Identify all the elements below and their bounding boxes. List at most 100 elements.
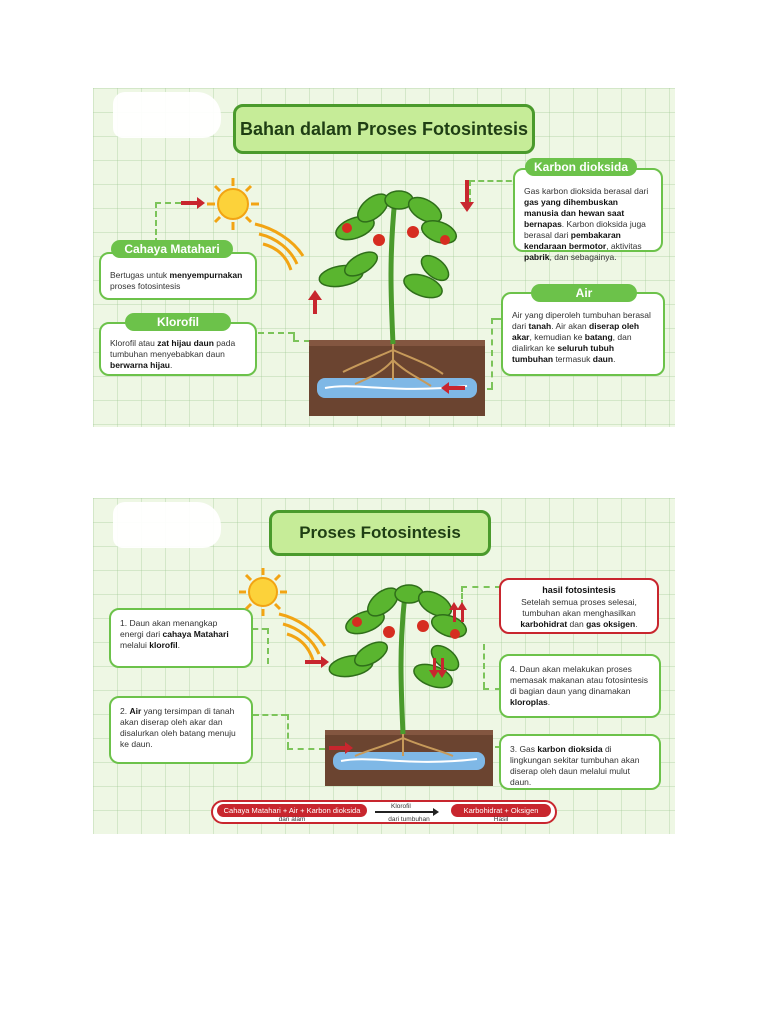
panel2-title: Proses Fotosintesis xyxy=(299,523,461,542)
card-cahaya-matahari: Bertugas untuk menyempurnakan proses fot… xyxy=(99,252,257,300)
connector xyxy=(155,202,201,204)
text: dan xyxy=(567,618,587,629)
text: . xyxy=(613,354,616,365)
connector xyxy=(469,180,471,204)
text-bold: seluruh tubuh tumbuhan xyxy=(512,343,615,365)
connector xyxy=(461,586,463,606)
text: . Air akan xyxy=(551,321,590,332)
label-klorofil: Klorofil xyxy=(125,313,231,331)
text: . xyxy=(635,618,638,629)
text: 1. Daun akan menangkap energi dari xyxy=(120,618,218,640)
text-bold: zat hijau daun xyxy=(157,338,214,348)
tomatoes xyxy=(352,617,460,639)
light-rays-icon xyxy=(278,612,327,661)
label-air: Air xyxy=(531,284,637,302)
plant-illustration xyxy=(181,178,485,416)
text: . xyxy=(170,360,173,371)
connector xyxy=(483,644,485,688)
roots xyxy=(342,343,444,387)
roots xyxy=(354,732,454,757)
connector xyxy=(293,340,321,342)
panel-proses-fotosintesis: Proses Fotosintesis 1. Daun akan menangk… xyxy=(93,498,675,834)
text-bold: gas yang dihembuskan manusia dan hewan s… xyxy=(524,197,625,230)
equation-right-sub: Hasil xyxy=(493,816,509,823)
text-bold: menyempurnakan xyxy=(169,270,243,280)
sun-icon xyxy=(239,568,287,616)
text-bold: kloroplas xyxy=(510,697,548,708)
text: , kemudian ke xyxy=(529,332,585,343)
stem xyxy=(388,197,398,345)
text-bold: cahaya Matahari xyxy=(162,629,229,640)
equation-left: Cahaya Matahari + Air + Karbon dioksida xyxy=(217,804,367,817)
text: Bertugas untuk xyxy=(110,270,170,280)
text: Air yang diperoleh tumbuhan berasal dari xyxy=(512,310,651,332)
connector xyxy=(469,180,521,182)
text-bold: daun xyxy=(592,354,614,365)
connector xyxy=(287,748,325,750)
text: , dan sebagainya. xyxy=(549,252,617,263)
text-bold: pabrik xyxy=(524,252,550,263)
text: 2. xyxy=(120,706,130,716)
text: , dan dialirkan ke xyxy=(512,332,632,354)
text: Setelah semua proses selesai, tumbuhan a… xyxy=(521,596,637,618)
arrow-icon xyxy=(181,197,205,209)
tomatoes xyxy=(342,223,450,246)
text: Gas karbon dioksida berasal dari xyxy=(524,186,649,196)
card-klorofil: Klorofil atau zat hijau daun pada tumbuh… xyxy=(99,322,257,376)
label-cahaya-matahari: Cahaya Matahari xyxy=(111,240,233,258)
text-bold: diserap oleh akar xyxy=(512,321,640,343)
connector xyxy=(491,318,503,320)
sun-icon xyxy=(207,178,259,230)
card-karbon-dioksida: Gas karbon dioksida berasal dari gas yan… xyxy=(513,168,663,262)
connector xyxy=(287,714,289,748)
panel2-title-box: Proses Fotosintesis xyxy=(269,510,491,556)
connector xyxy=(258,332,294,334)
stem xyxy=(398,593,408,735)
text-bold: klorofil xyxy=(149,640,178,651)
light-rays-icon xyxy=(254,222,305,271)
text-bold: Air xyxy=(129,706,142,716)
arrow-icon xyxy=(305,602,467,754)
arrow-head-icon xyxy=(433,808,439,816)
connector xyxy=(155,202,157,244)
white-smudge xyxy=(113,502,221,548)
connector xyxy=(293,332,295,340)
connector xyxy=(253,714,287,716)
arrow-icon xyxy=(308,180,474,394)
text-bold: berwarna hijau xyxy=(110,360,170,371)
card-air: Air yang diperoleh tumbuhan berasal dari… xyxy=(501,292,665,376)
text: proses fotosintesis xyxy=(110,281,181,292)
text: , aktivitas xyxy=(606,241,642,252)
connector xyxy=(491,318,493,388)
card-step-3: 3. Gas karbon dioksida di lingkungan sek… xyxy=(499,734,661,790)
panel1-title-box: Bahan dalam Proses Fotosintesis xyxy=(233,104,535,154)
equation-bar: Cahaya Matahari + Air + Karbon dioksida … xyxy=(211,800,557,824)
text: yang tersimpan di tanah akan diserap ole… xyxy=(120,706,236,750)
connector xyxy=(267,628,269,664)
text: . Karbon dioksida juga berasal dari xyxy=(524,219,646,241)
panel-bahan-fotosintesis: Bahan dalam Proses Fotosintesis Bertugas… xyxy=(93,88,675,427)
equation-right: Karbohidrat + Oksigen xyxy=(451,804,551,817)
text-bold: pembakaran kendaraan bermotor xyxy=(524,230,621,252)
text: . xyxy=(547,697,551,708)
connector xyxy=(253,628,267,630)
text: pada tumbuhan menyebabkan daun xyxy=(110,338,236,360)
text-bold: karbon dioksida xyxy=(537,744,603,754)
leaves xyxy=(328,584,468,689)
text-bold: batang xyxy=(584,332,613,343)
text: . xyxy=(177,640,181,651)
hasil-title: hasil fotosintesis xyxy=(542,585,616,595)
leaves xyxy=(318,190,458,299)
text-bold: gas oksigen xyxy=(586,618,636,629)
plant-illustration xyxy=(239,568,493,786)
text: termasuk xyxy=(553,354,593,365)
equation-left-sub: dari alam xyxy=(278,816,306,823)
text: melalui xyxy=(120,640,150,651)
card-step-1: 1. Daun akan menangkap energi dari cahay… xyxy=(109,608,253,668)
text: Klorofil atau xyxy=(110,338,158,348)
text-bold: tanah xyxy=(528,321,552,332)
label-karbon-dioksida: Karbon dioksida xyxy=(525,158,637,176)
panel1-title: Bahan dalam Proses Fotosintesis xyxy=(239,118,529,139)
equation-arrow-sub: dari tumbuhan xyxy=(388,816,430,823)
text: di lingkungan sekitar tumbuhan akan dise… xyxy=(510,744,640,788)
